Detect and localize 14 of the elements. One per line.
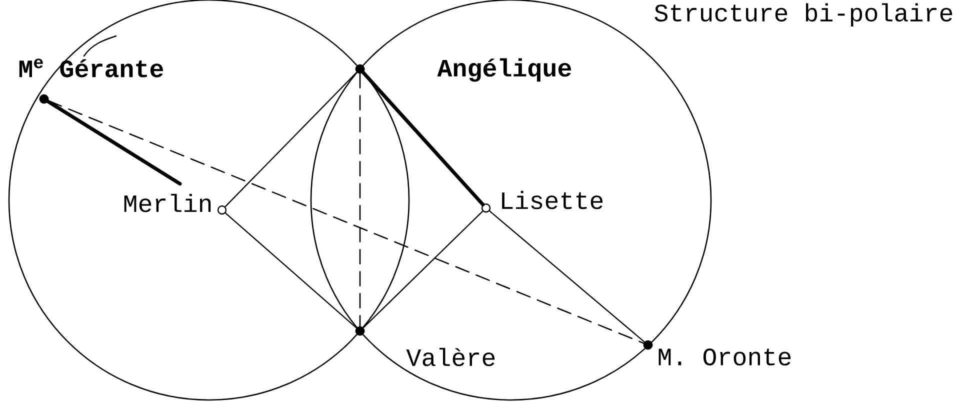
connector-line [488,210,646,343]
name-label: M. Oronte [658,348,791,366]
name-label: Lisette [502,190,603,210]
name-label: Merlin [124,194,211,212]
connector-line [359,73,361,327]
name-label: M$^{e}$ Gérante [19,58,163,78]
name-label: Angélique [437,58,571,82]
connector-line [224,72,358,208]
connector-line [46,100,182,186]
title: Structure bi-polaire [654,3,952,26]
connector-line [361,70,485,206]
name-label: Valère [406,348,495,366]
connector-line [224,212,358,328]
connector-line [362,210,484,328]
